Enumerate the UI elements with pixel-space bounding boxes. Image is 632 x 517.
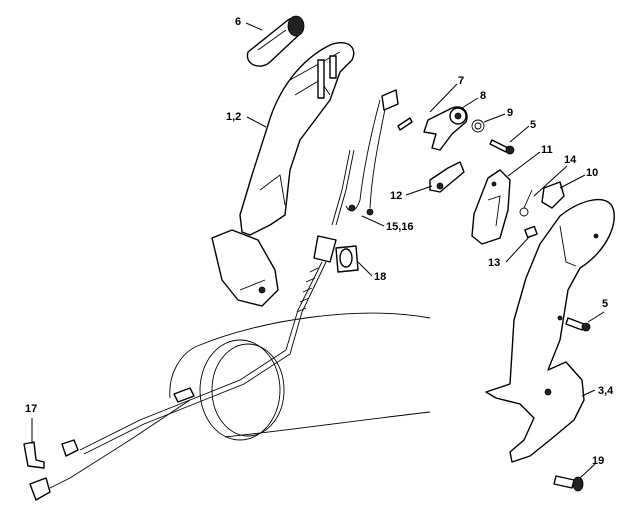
part-6-cap [246, 15, 305, 67]
callout-17: 17 [25, 403, 37, 415]
part-17-bracket [23, 439, 79, 501]
callout-19: 19 [592, 455, 604, 467]
part-14-spring [519, 189, 533, 217]
part-15-16-wiring [345, 89, 399, 216]
part-11-housing [471, 169, 511, 245]
callout-3-4: 3,4 [598, 385, 614, 397]
throttle-cable [49, 149, 355, 489]
callout-9: 9 [507, 107, 513, 119]
part-13-sleeve [524, 225, 538, 239]
part-5-screw-lower [565, 317, 591, 332]
part-5-screw-top [489, 139, 515, 155]
part-19-screw [553, 475, 584, 492]
callout-7: 7 [458, 75, 464, 87]
part-8-trigger [423, 106, 468, 151]
part-1-2-handle [211, 42, 355, 307]
callout-labels: 6 1,2 7 8 9 5 11 14 10 12 15,16 13 18 5 … [25, 16, 614, 467]
part-9-spring [471, 119, 485, 133]
callout-11: 11 [541, 144, 553, 156]
blower-tube [169, 312, 431, 441]
part-12-lever [429, 161, 465, 193]
callout-1-2: 1,2 [226, 111, 241, 123]
callout-8: 8 [480, 90, 486, 102]
callout-18: 18 [374, 271, 386, 283]
callout-14: 14 [564, 154, 577, 166]
callout-13: 13 [488, 257, 500, 269]
callout-5-lower: 5 [602, 298, 608, 310]
callout-12: 12 [390, 190, 402, 202]
part-10-switch [541, 181, 565, 209]
callout-5-top: 5 [530, 119, 536, 131]
part-7-pin [397, 117, 413, 131]
part-18-clip [335, 245, 359, 273]
part-3-4-lower-handle [485, 199, 615, 463]
callout-15-16: 15,16 [386, 221, 414, 233]
callout-6: 6 [235, 16, 241, 28]
leader-lines [31, 22, 605, 479]
callout-10: 10 [586, 167, 598, 179]
